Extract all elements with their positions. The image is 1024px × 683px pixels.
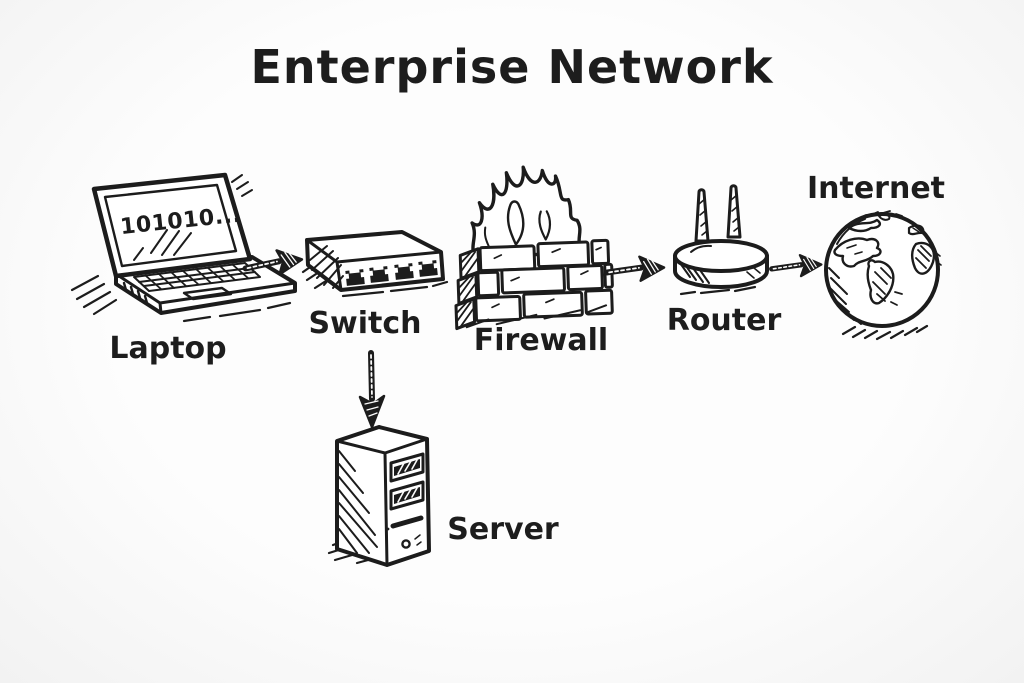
switch-label: Switch bbox=[308, 306, 422, 341]
brick-wall bbox=[454, 238, 614, 331]
internet-label: Internet bbox=[806, 171, 946, 206]
firewall-label: Firewall bbox=[473, 323, 609, 358]
diagram-title: Enterprise Network bbox=[250, 40, 774, 94]
arrow-laptop-to-switch bbox=[242, 249, 304, 276]
laptop-icon: 101010... bbox=[70, 172, 297, 323]
globe-icon bbox=[824, 210, 942, 341]
server-label: Server bbox=[447, 512, 559, 547]
flames bbox=[470, 165, 585, 261]
firewall-icon bbox=[454, 165, 614, 331]
network-switch-icon bbox=[301, 230, 449, 298]
server-icon bbox=[327, 425, 431, 567]
router-icon bbox=[673, 184, 769, 296]
arrow-switch-to-server bbox=[358, 350, 386, 429]
arrow-firewall-to-router bbox=[604, 255, 666, 282]
router-label: Router bbox=[666, 303, 782, 338]
laptop-label: Laptop bbox=[109, 331, 227, 366]
arrow-router-to-internet bbox=[769, 254, 823, 278]
ethernet-ports bbox=[345, 260, 438, 286]
